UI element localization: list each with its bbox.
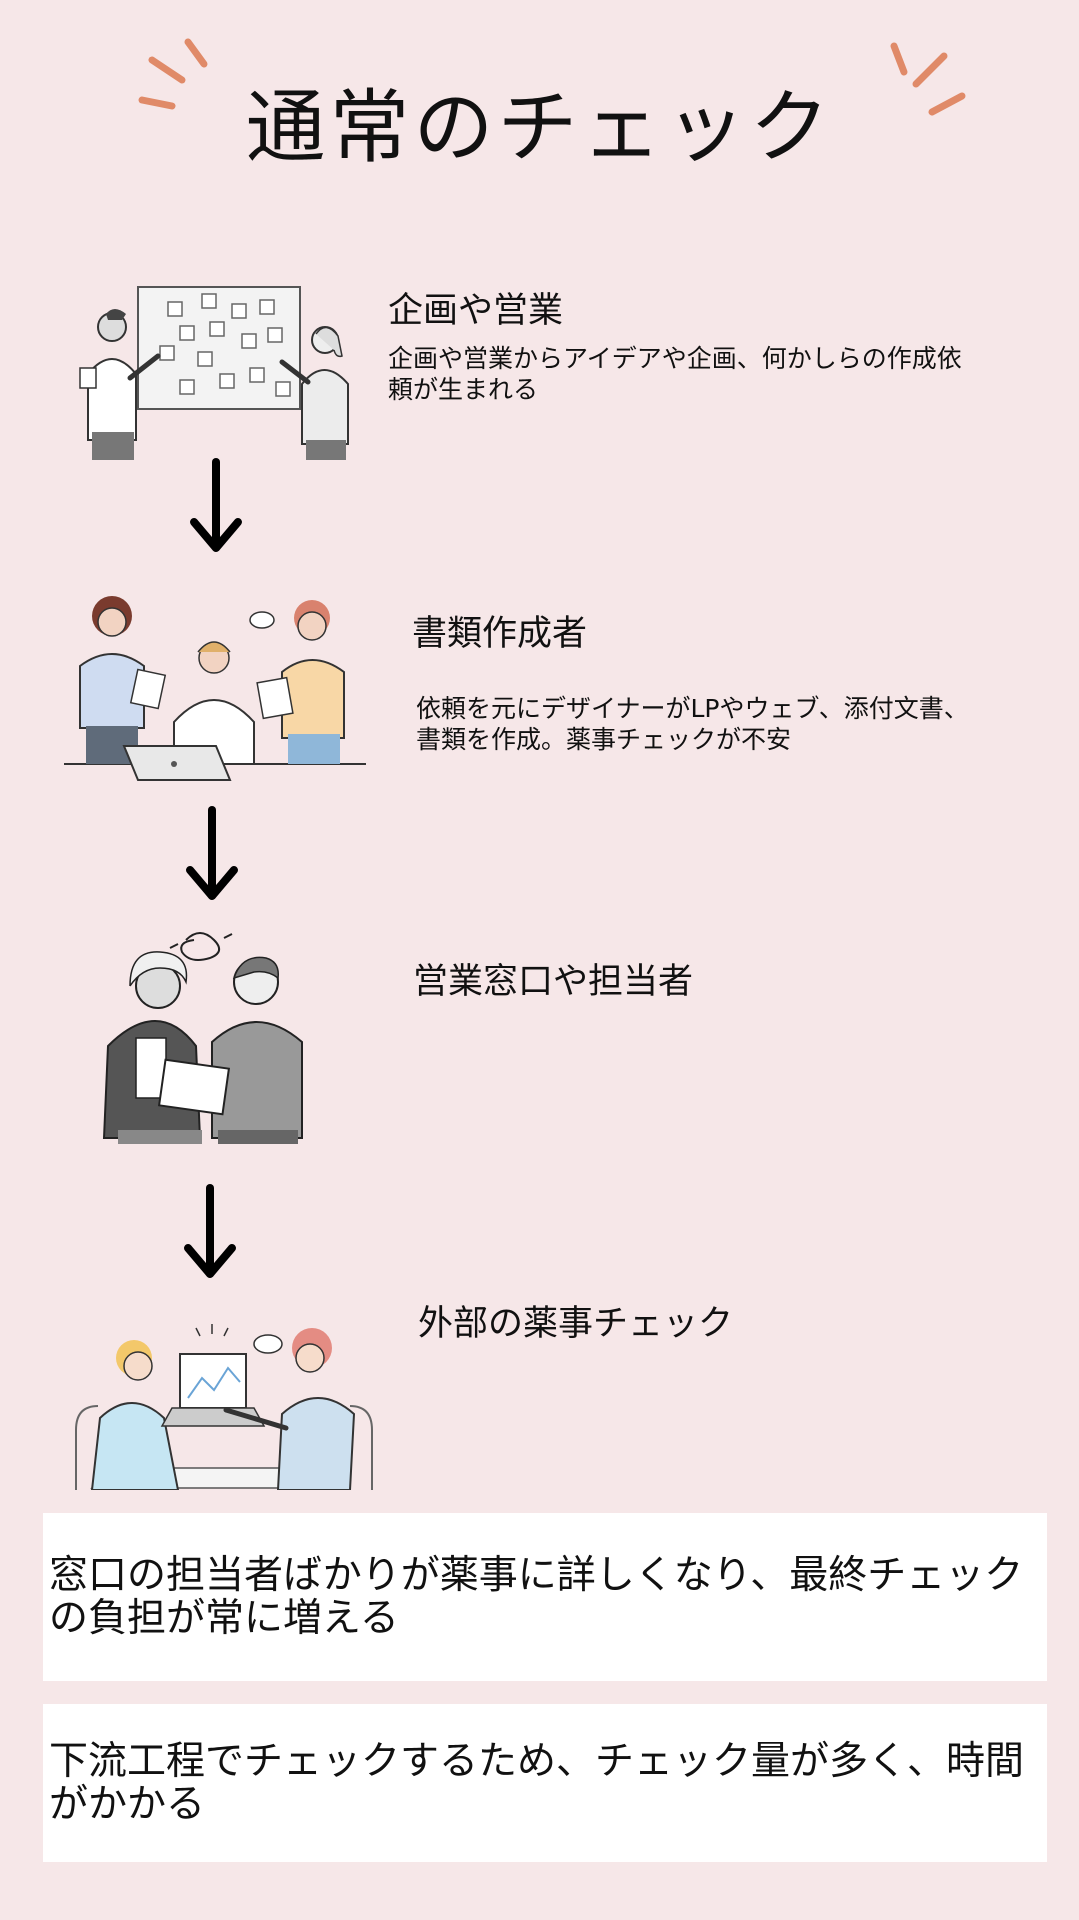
step-2-description: 依頼を元にデザイナーがLPやウェブ、添付文書、書類を作成。薬事チェックが不安 bbox=[416, 694, 969, 754]
note-box-2: 下流工程でチェックするため、チェック量が多く、時間がかかる bbox=[43, 1704, 1047, 1862]
document-creator-team-illustration bbox=[64, 596, 366, 781]
step-1-description: 企画や営業からアイデアや企画、何かしらの作成依頼が生まれる bbox=[388, 344, 962, 404]
external-review-meeting-illustration bbox=[75, 1324, 373, 1490]
step-2-title: 書類作成者 bbox=[412, 614, 588, 654]
arrow-down-icon bbox=[186, 806, 238, 900]
sparkle-lines-icon-left bbox=[138, 38, 208, 110]
note-box-1: 窓口の担当者ばかりが薬事に詳しくなり、最終チェックの負担が常に増える bbox=[43, 1513, 1047, 1681]
arrow-down-icon bbox=[190, 458, 242, 552]
sparkle-lines-icon-right bbox=[890, 42, 966, 116]
worried-contacts-illustration bbox=[102, 932, 303, 1144]
step-4-title: 外部の薬事チェック bbox=[418, 1304, 734, 1344]
note-2-text: 下流工程でチェックするため、チェック量が多く、時間がかかる bbox=[49, 1739, 1025, 1827]
step-3-title: 営業窓口や担当者 bbox=[413, 962, 694, 1002]
arrow-down-icon bbox=[184, 1184, 236, 1278]
step-1-title: 企画や営業 bbox=[388, 291, 564, 331]
note-1-text: 窓口の担当者ばかりが薬事に詳しくなり、最終チェックの負担が常に増える bbox=[49, 1553, 1024, 1641]
page-title: 通常のチェック bbox=[245, 81, 834, 174]
planning-board-illustration bbox=[79, 286, 349, 460]
